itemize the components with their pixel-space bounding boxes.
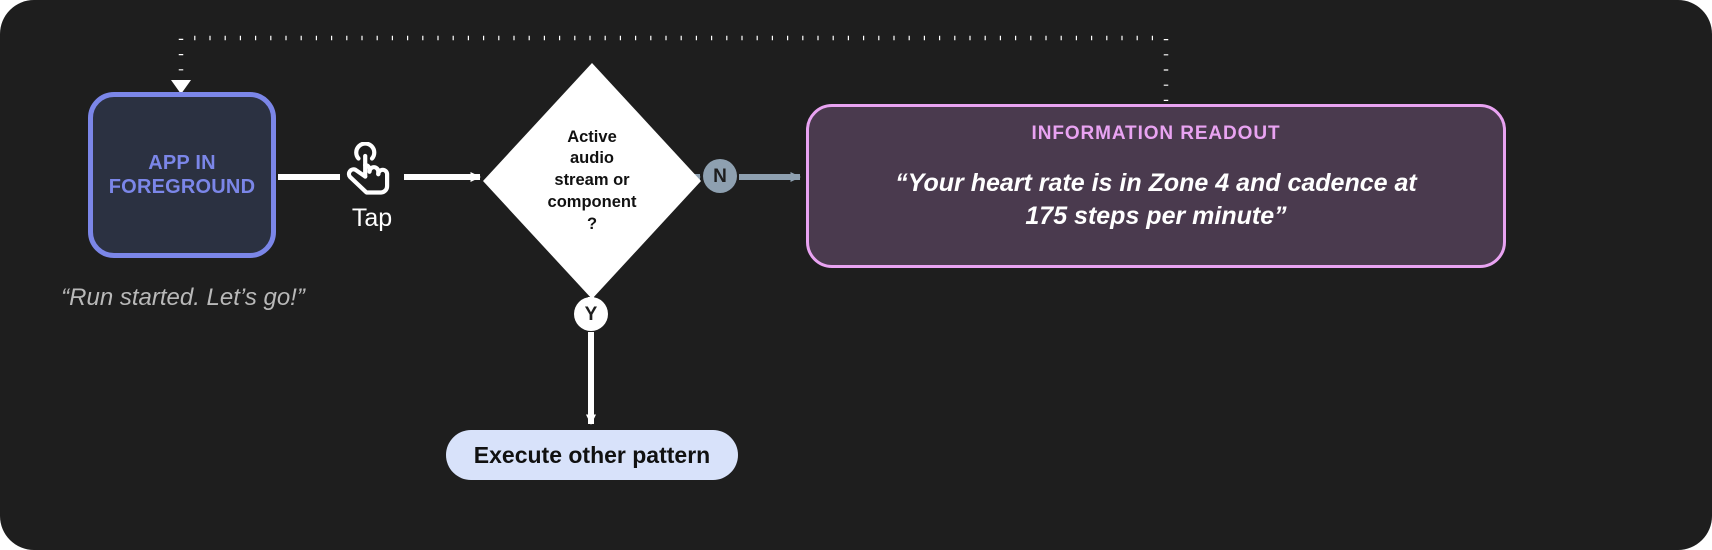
gesture-tap: Tap <box>332 141 412 232</box>
branch-badge-yes[interactable]: Y <box>574 297 608 331</box>
readout-body: “Your heart rate is in Zone 4 and cadenc… <box>895 169 1417 230</box>
app-node-caption: “Run started. Let’s go!” <box>61 284 305 311</box>
node-decision-active-audio[interactable]: Active audio stream or component ? <box>483 63 701 299</box>
tap-gesture-label: Tap <box>351 204 393 232</box>
app-node-label: APP IN FOREGROUND <box>108 151 256 198</box>
readout-title: INFORMATION READOUT <box>1031 123 1281 144</box>
decision-node-label: Active audio stream or component ? <box>547 127 637 233</box>
node-app-in-foreground[interactable]: APP IN FOREGROUND <box>88 92 276 258</box>
branch-badge-yes-label: Y <box>584 303 598 325</box>
node-information-readout[interactable]: INFORMATION READOUT “Your heart rate is … <box>806 104 1506 268</box>
branch-badge-no-label: N <box>713 165 727 187</box>
feedback-arrowhead-icon <box>171 80 191 94</box>
branch-badge-no[interactable]: N <box>703 159 737 193</box>
connector-readout-feedback-to-app <box>178 35 1169 101</box>
tap-gesture-icon <box>332 141 412 198</box>
execute-other-pattern-label: Execute other pattern <box>473 441 711 468</box>
node-execute-other-pattern[interactable]: Execute other pattern <box>446 430 738 480</box>
